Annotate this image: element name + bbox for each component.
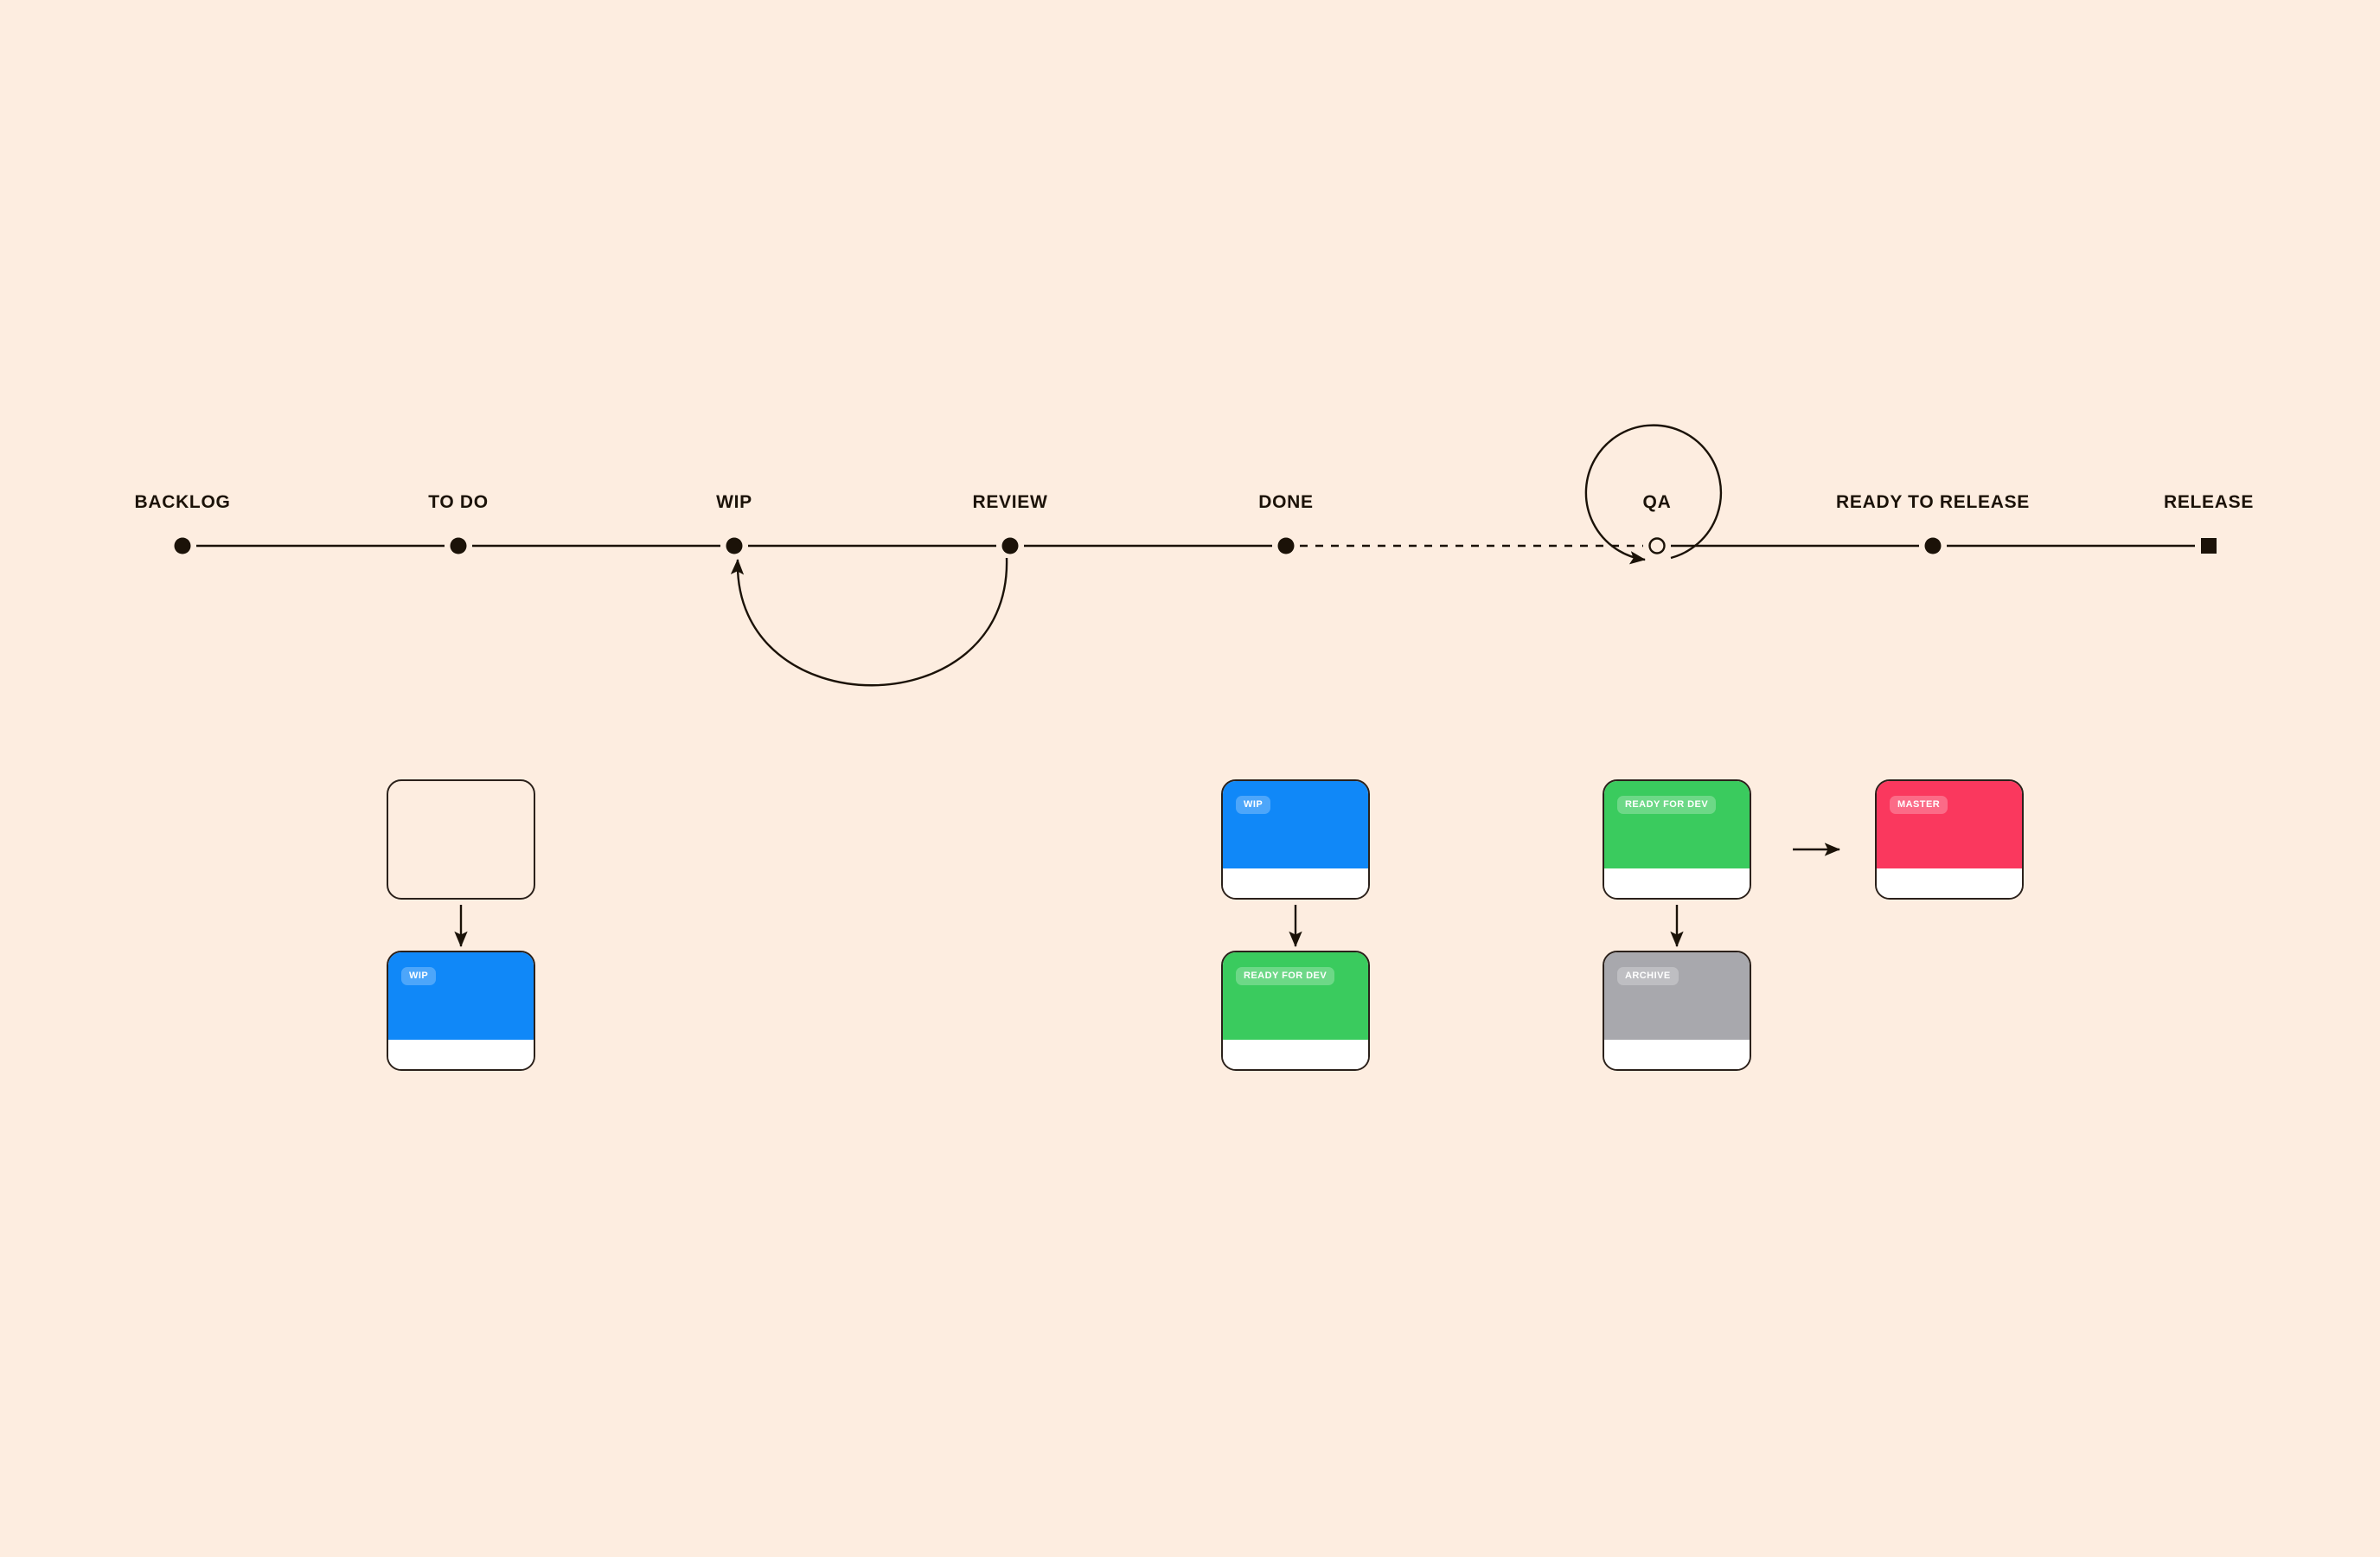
stage-label-qa: QA	[1642, 492, 1672, 512]
stage-label-ready-to-release: READY TO RELEASE	[1836, 492, 2030, 512]
stage-label-release: RELEASE	[2163, 492, 2255, 512]
card-color-band: ARCHIVE	[1604, 952, 1750, 1041]
stage-label-done: DONE	[1258, 492, 1314, 512]
card-status-badge: READY FOR DEV	[1236, 967, 1335, 985]
timeline-loop-qa-self-loop	[1584, 424, 1723, 565]
card-color-band: WIP	[388, 952, 534, 1041]
card-body	[1223, 868, 1368, 898]
card-master[interactable]: MASTER	[1875, 779, 2024, 900]
timeline-node-ready-to-release[interactable]	[1924, 537, 1942, 554]
timeline-node-release[interactable]	[2201, 538, 2217, 554]
card-body	[1604, 1040, 1750, 1069]
card-ready-for-dev[interactable]: READY FOR DEV	[1603, 779, 1751, 900]
stage-label-wip: WIP	[716, 492, 752, 512]
card-body	[1223, 1040, 1368, 1069]
card-color-band: READY FOR DEV	[1223, 952, 1368, 1041]
card-ready-for-dev[interactable]: READY FOR DEV	[1221, 951, 1370, 1071]
card-empty[interactable]	[387, 779, 535, 900]
card-status-badge: MASTER	[1890, 796, 1948, 814]
timeline-loops	[730, 424, 1723, 687]
timeline-node-done[interactable]	[1277, 537, 1295, 554]
card-body	[1604, 868, 1750, 898]
card-color-band: WIP	[1223, 781, 1368, 869]
card-body	[1877, 868, 2022, 898]
timeline-node-wip[interactable]	[726, 537, 743, 554]
card-body	[388, 868, 534, 898]
timeline-node-backlog[interactable]	[174, 537, 191, 554]
card-archive[interactable]: ARCHIVE	[1603, 951, 1751, 1071]
card-color-band	[388, 781, 534, 868]
card-status-badge: ARCHIVE	[1617, 967, 1679, 985]
timeline-svg	[174, 424, 2217, 687]
card-status-badge: WIP	[1236, 796, 1271, 814]
card-wip[interactable]: WIP	[387, 951, 535, 1071]
timeline-node-qa[interactable]	[1648, 537, 1666, 554]
card-color-band: MASTER	[1877, 781, 2022, 869]
card-status-badge: WIP	[401, 967, 437, 985]
card-wip[interactable]: WIP	[1221, 779, 1370, 900]
stage-label-review: REVIEW	[972, 492, 1048, 512]
card-body	[388, 1040, 534, 1069]
stage-label-backlog: BACKLOG	[134, 492, 231, 512]
timeline-loop-review-to-wip	[730, 557, 1008, 687]
card-color-band: READY FOR DEV	[1604, 781, 1750, 869]
stage-label-todo: TO DO	[428, 492, 489, 512]
timeline-node-review[interactable]	[1001, 537, 1019, 554]
timeline-node-todo[interactable]	[450, 537, 467, 554]
card-status-badge: READY FOR DEV	[1617, 796, 1717, 814]
timeline-markers	[174, 537, 2217, 554]
